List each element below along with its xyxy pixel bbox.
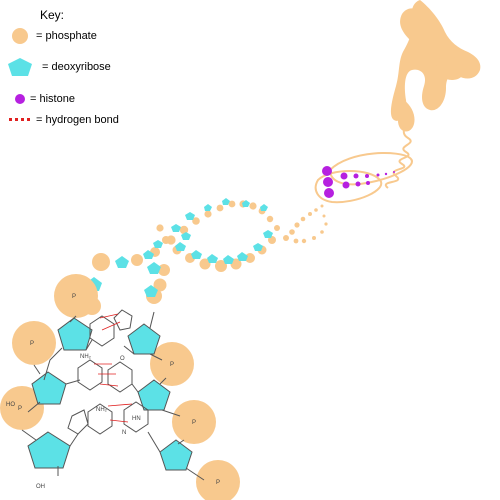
phosphate-groups <box>0 274 240 500</box>
key-row-hydrogen-bond: = hydrogen bond <box>32 110 119 130</box>
key-row-deoxyribose: = deoxyribose <box>38 57 111 77</box>
histone-cluster <box>322 166 395 198</box>
helix-strand-lower <box>153 224 276 292</box>
label-n: N <box>122 430 126 436</box>
hydrogen-bond-key-symbol <box>9 118 30 121</box>
histone-key-symbol <box>15 94 25 104</box>
label-p-3: P <box>18 406 22 412</box>
label-p-5: P <box>192 420 196 426</box>
label-p-4: P <box>170 362 174 368</box>
helix-deoxyribose <box>86 198 273 297</box>
key-label-deoxyribose: = deoxyribose <box>42 61 111 73</box>
key-label-histone: = histone <box>30 93 75 105</box>
double-helix <box>83 198 328 315</box>
molecule-lines <box>21 309 205 481</box>
key-label-hydrogen-bond: = hydrogen bond <box>36 114 119 126</box>
key-symbols <box>8 28 32 121</box>
label-o: O <box>120 356 125 362</box>
molecule-labels: NH₂ NH₂ HN O OH HO P P P P P P N <box>6 294 220 490</box>
chromosome <box>390 0 481 132</box>
label-hn: HN <box>132 416 141 422</box>
deoxyribose-groups <box>28 318 192 470</box>
label-nh2-mid: NH₂ <box>80 354 92 360</box>
label-p-1: P <box>72 294 76 300</box>
label-oh-1: OH <box>36 484 45 490</box>
key-title: Key: <box>40 8 65 22</box>
key-row-histone: = histone <box>26 89 75 109</box>
label-p-6: P <box>216 480 220 486</box>
key-row-phosphate: = phosphate <box>32 26 97 46</box>
deoxyribose-key-symbol <box>8 58 32 76</box>
chromatin-coil <box>314 117 413 204</box>
helix-tail <box>283 204 328 244</box>
label-ho: HO <box>6 402 15 408</box>
hydrogen-bonds-detail <box>94 313 133 423</box>
label-nh2-top: NH₂ <box>96 407 108 413</box>
phosphate-key-symbol <box>12 28 28 44</box>
nucleotide-structure: NH₂ NH₂ HN O OH HO P P P P P P N <box>0 274 240 500</box>
key-label-phosphate: = phosphate <box>36 30 97 42</box>
label-p-2: P <box>30 341 34 347</box>
